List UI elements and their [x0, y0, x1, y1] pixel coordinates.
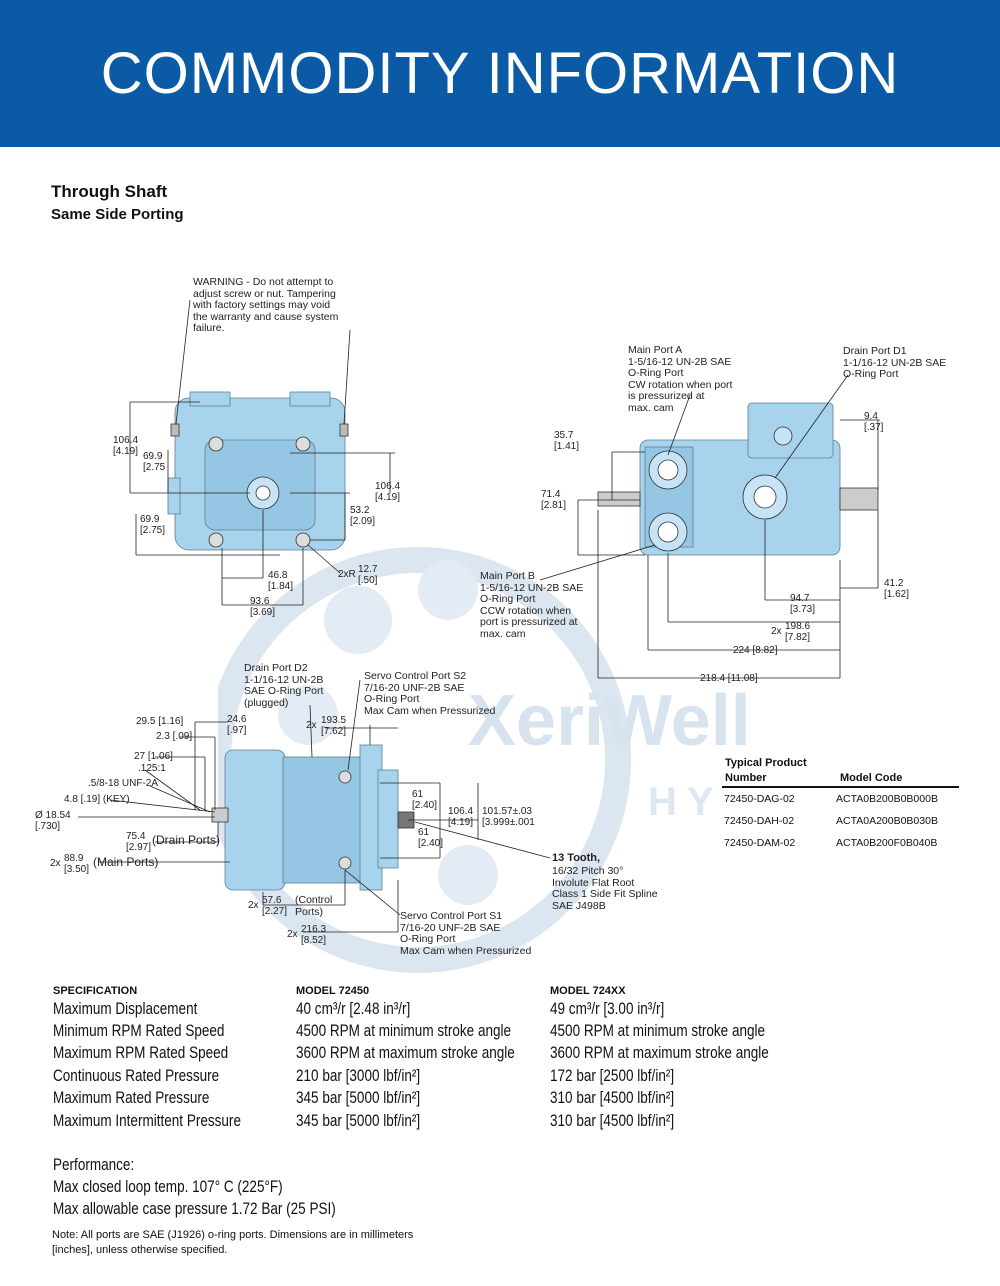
typical-product-rule [722, 786, 959, 788]
dim-2x-216: 2x [287, 929, 298, 940]
dim-106-4-right: 106.4 [4.19] [375, 481, 401, 503]
dim-69-9-lower: 69.9 [2.75] [140, 514, 166, 536]
dim-53-2: 53.2 [2.09] [350, 505, 376, 527]
dim-thread: .5/8-18 UNF-2A [88, 778, 159, 789]
control-ports-label: (Control Ports) [295, 894, 333, 918]
note-line-1: Note: All ports are SAE (J1926) o-ring p… [52, 1229, 414, 1241]
dim-88-9: 88.9 [3.50] [64, 853, 90, 875]
spline-spec-label: 16/32 Pitch 30° Involute Flat Root Class… [552, 865, 658, 912]
warning-note: WARNING - Do not attempt to adjust screw… [193, 276, 339, 334]
dim-41-2: 41.2 [1.62] [884, 578, 910, 600]
spec-row: Maximum Displacement 40 cm³/r [2.48 in³/… [53, 1000, 665, 1018]
servo-port-s1-label: Servo Control Port S1 7/16-20 UNF-2B SAE… [400, 910, 532, 957]
performance-line-1: Max closed loop temp. 107° C (225°F) [53, 1178, 283, 1196]
spec-row: Maximum RPM Rated Speed 3600 RPM at maxi… [53, 1044, 769, 1062]
performance-line-2: Max allowable case pressure 1.72 Bar (25… [53, 1200, 336, 1218]
dim-2x-193: 2x [306, 720, 317, 731]
page-title: COMMODITY INFORMATION [100, 41, 900, 106]
spec-header-specification: SPECIFICATION [53, 985, 138, 997]
dim-218-4: 218.4 [11.08] [700, 673, 758, 684]
dim-2x-88: 2x [50, 858, 61, 869]
pump-drawings [78, 299, 880, 933]
section-title: Through Shaft [51, 182, 168, 201]
dim-224: 224 [8.82] [733, 645, 778, 656]
dim-9-4: 9.4 [.37] [864, 411, 884, 433]
dim-46-8: 46.8 [1.84] [268, 570, 294, 592]
spec-header-model-724xx: MODEL 724XX [550, 985, 626, 997]
dim-12-7: 12.7 [.50] [358, 564, 378, 586]
typical-product-title: Typical Product [725, 757, 807, 769]
drain-ports-label: (Drain Ports) [152, 833, 221, 847]
dim-101-57: 101.57±.03 [3.999±.001 [482, 806, 535, 828]
dim-94-7: 94.7 [3.73] [790, 593, 816, 615]
spec-row: Maximum Rated Pressure 345 bar [5000 lbf… [53, 1089, 675, 1107]
dim-27: 27 [1.06] [134, 751, 173, 762]
main-port-b-label: Main Port B 1-5/16-12 UN-2B SAE O-Ring P… [480, 570, 584, 640]
top-view-drawing [78, 679, 551, 933]
dim-216-3: 216.3 [8.52] [301, 924, 327, 946]
dim-61-upper: 61 [2.40] [412, 789, 438, 811]
drain-port-d2-label: Drain Port D2 1-1/16-12 UN-2B SAE O-Ring… [244, 662, 324, 709]
spec-row: Continuous Rated Pressure 210 bar [3000 … [53, 1067, 675, 1085]
dim-35-7: 35.7 [1.41] [554, 430, 580, 452]
header-banner: COMMODITY INFORMATION [0, 0, 1000, 147]
typical-product-col-model: Model Code [840, 772, 903, 784]
front-view-drawing [129, 299, 395, 606]
drain-port-d1-label: Drain Port D1 1-1/16-12 UN-2B SAE O-Ring… [843, 345, 947, 380]
spec-header-model-72450: MODEL 72450 [296, 985, 370, 997]
dim-2x-198: 2x [771, 626, 782, 637]
section-subtitle: Same Side Porting [51, 206, 184, 223]
performance-title: Performance: [53, 1156, 135, 1174]
watermark-text: XeriWell [468, 681, 751, 761]
dim-106-4-left: 106.4 [4.19] [113, 435, 139, 457]
dim-taper: .125:1 [138, 763, 166, 774]
dim-93-6: 93.6 [3.69] [250, 596, 276, 618]
spec-row: Minimum RPM Rated Speed 4500 RPM at mini… [53, 1022, 766, 1040]
dim-key: 4.8 [.19] (KEY) [64, 794, 130, 805]
dim-69-9-upper: 69.9 [2.75 [143, 451, 166, 473]
dim-24-6: 24.6 [.97] [227, 714, 247, 736]
dim-193-5: 193.5 [7.62] [321, 715, 347, 737]
dim-61-lower: 61 [2.40] [418, 827, 444, 849]
dim-198-6: 198.6 [7.82] [785, 621, 811, 643]
typical-product-col-number: Number [725, 772, 767, 784]
dim-57-6: 57.6 [2.27] [262, 895, 288, 917]
dim-75-4: 75.4 [2.97] [126, 831, 152, 853]
dim-shaft-dia: Ø 18.54 [.730] [35, 810, 71, 832]
watermark-subtext: HY [648, 780, 724, 824]
dim-2-3: 2.3 [.09] [156, 731, 193, 742]
watermark-logo: XeriWell HY [218, 547, 751, 973]
main-ports-label: (Main Ports) [93, 855, 159, 869]
dim-29-5: 29.5 [1.16] [136, 716, 184, 727]
servo-port-s2-label: Servo Control Port S2 7/16-20 UNF-2B SAE… [364, 670, 496, 717]
dim-106-4-bottom: 106.4 [4.19] [448, 806, 474, 828]
spec-row: Maximum Intermittent Pressure 345 bar [5… [53, 1112, 675, 1130]
spline-tooth-label: 13 Tooth, [552, 852, 601, 864]
main-port-a-label: Main Port A 1-5/16-12 UN-2B SAE O-Ring P… [628, 344, 733, 414]
side-view-drawing [539, 374, 880, 679]
dim-2xr: 2xR [338, 569, 356, 580]
note-line-2: [inches], unless otherwise specified. [52, 1244, 228, 1256]
dim-2x-57: 2x [248, 900, 259, 911]
dim-71-4: 71.4 [2.81] [541, 489, 567, 511]
